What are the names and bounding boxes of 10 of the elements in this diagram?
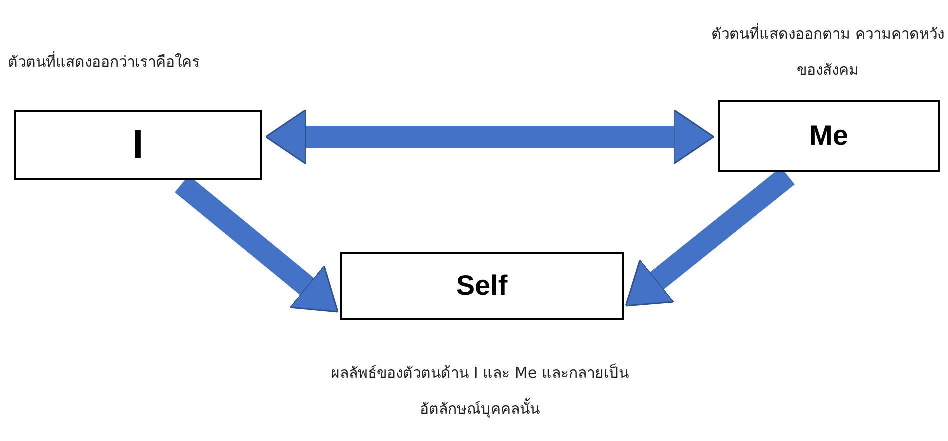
box-label: Me [810,120,848,152]
box-label: Self [456,270,508,302]
concept-box [14,110,262,180]
concept-box [340,252,624,320]
block-arrow [265,109,715,165]
concept-box [718,100,940,172]
description-text: ตัวตนที่แสดงออกว่าเราคือใคร [8,50,201,73]
description-text: ตัวตนที่แสดงออกตาม ความคาดหวังของสังคม [710,22,946,81]
box-label: I [132,122,144,168]
description-text: ผลลัพธ์ของตัวตนด้าน I และ Me และกลายเป็นอัตลักษณ์บุคคลนั้น [330,362,630,420]
